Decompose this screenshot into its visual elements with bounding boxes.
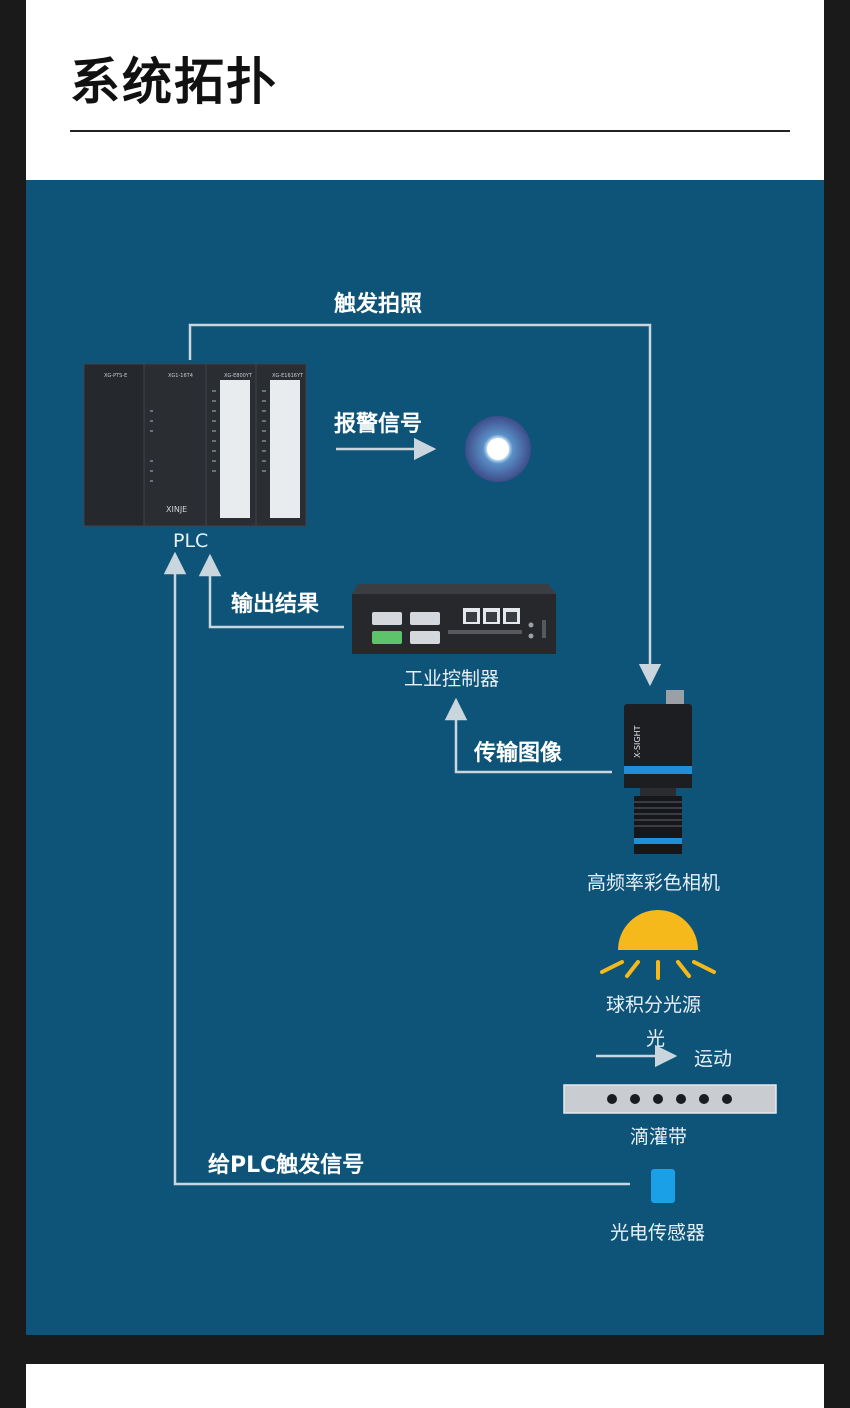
camera-brand: X-SIGHT: [633, 725, 642, 758]
plc-module-label: XG1-16T4: [168, 373, 193, 379]
edge-label-plc-trigger: 给PLC触发信号: [208, 1153, 365, 1178]
plc-module-label: XG-E800YT: [224, 373, 253, 379]
footer-area: [26, 1364, 824, 1408]
edge-output-result: [198, 553, 344, 629]
title-divider: [70, 130, 790, 132]
header-area: [26, 0, 824, 180]
controller-device: [352, 584, 556, 654]
camera-device: X-SIGHT: [624, 690, 692, 854]
edge-label-trigger-photo: 触发拍照: [334, 292, 423, 317]
light-source-icon: [600, 910, 716, 980]
node-label-camera: 高频率彩色相机: [587, 872, 721, 894]
plc-module-label: XG-E1616YT: [272, 373, 304, 379]
plc-device: XG-PTS-E XG1-16T4 XG-E800YT XG-E1616YT X…: [83, 363, 307, 527]
alarm-siren-icon: [465, 416, 531, 482]
drip-tape-icon: [563, 1084, 777, 1114]
node-label-sensor: 光电传感器: [610, 1222, 706, 1244]
edge-label-transmit-image: 传输图像: [474, 741, 563, 766]
node-label-light-source: 球积分光源: [606, 994, 702, 1016]
edge-label-light: 光: [646, 1028, 666, 1050]
edge-label-motion: 运动: [694, 1048, 733, 1070]
plc-brand-logo: XINJE: [166, 505, 187, 514]
photoelectric-sensor-icon: [651, 1169, 675, 1203]
edge-transmit-image: [444, 697, 612, 774]
edge-label-alarm-signal: 报警信号: [334, 412, 423, 437]
edge-plc-trigger: [163, 551, 630, 1186]
node-label-controller: 工业控制器: [404, 668, 500, 690]
plc-module-label: XG-PTS-E: [104, 373, 127, 379]
edge-label-output-result: 输出结果: [231, 592, 320, 617]
edge-trigger-photo: [188, 323, 662, 687]
node-label-drip-tape: 滴灌带: [630, 1126, 688, 1148]
page-title: 系统拓扑: [70, 53, 278, 111]
node-label-plc: PLC: [173, 530, 209, 552]
